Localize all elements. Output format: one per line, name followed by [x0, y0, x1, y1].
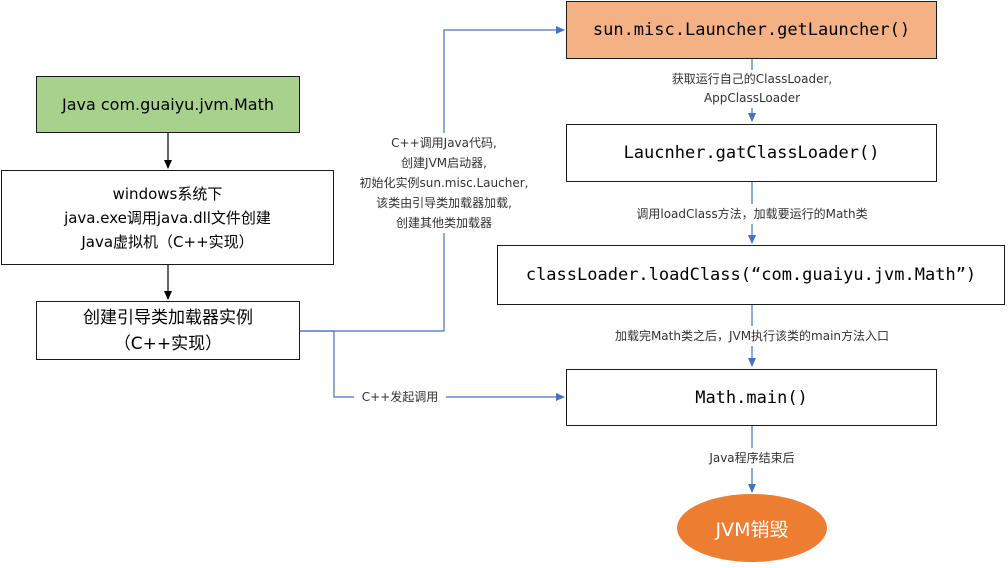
windows-line-1: windows系统下: [112, 184, 223, 203]
get-launcher-text: sun.misc.Launcher.getLauncher(): [592, 20, 911, 40]
after-load-text: 加载完Math类之后，JVM执行该类的main方法入口: [614, 329, 890, 343]
get-loader-label: 获取运行自己的ClassLoader, AppClassLoader: [632, 70, 872, 108]
cpp-call-line-2: 创建JVM启动器,: [401, 156, 487, 170]
cpp-invoke-label: C++发起调用: [354, 387, 446, 407]
java-command-text: Java com.guaiyu.jvm.Math: [62, 95, 274, 114]
windows-line-2: java.exe调用java.dll文件创建: [64, 208, 271, 227]
bootstrap-line-2: （C++实现）: [113, 333, 223, 354]
arrow-bootstrap-to-mathmain: [300, 330, 565, 401]
cpp-call-java-label: C++调用Java代码, 创建JVM启动器, 初始化实例sun.misc.Lau…: [341, 133, 547, 233]
cpp-call-line-3: 初始化实例sun.misc.Laucher,: [359, 176, 529, 190]
get-launcher-box: sun.misc.Launcher.getLauncher(): [566, 1, 937, 59]
windows-line-3: Java虚拟机（C++实现）: [81, 232, 254, 251]
load-class-text: classLoader.loadClass(“com.guaiyu.jvm.Ma…: [525, 265, 977, 285]
get-class-loader-box: Laucnher.gatClassLoader(): [566, 124, 937, 182]
math-main-text: Math.main(): [695, 387, 808, 408]
bootstrap-loader-box: 创建引导类加载器实例 （C++实现）: [36, 301, 300, 360]
jvm-destroy-text: JVM销毁: [715, 518, 789, 541]
cpp-call-line-1: C++调用Java代码,: [391, 136, 497, 150]
after-load-label: 加载完Math类之后，JVM执行该类的main方法入口: [566, 326, 938, 346]
load-class-box: classLoader.loadClass(“com.guaiyu.jvm.Ma…: [497, 245, 1005, 305]
program-end-text: Java程序结束后: [709, 451, 795, 465]
cpp-call-line-5: 创建其他类加载器: [395, 216, 492, 230]
math-main-box: Math.main(): [566, 369, 937, 426]
get-loader-line-2: AppClassLoader: [703, 91, 801, 105]
cpp-invoke-text: C++发起调用: [361, 390, 439, 404]
get-class-loader-text: Laucnher.gatClassLoader(): [623, 143, 880, 163]
get-loader-line-1: 获取运行自己的ClassLoader,: [671, 72, 833, 86]
program-end-label: Java程序结束后: [690, 448, 814, 468]
call-loadclass-text: 调用loadClass方法，加载要运行的Math类: [636, 207, 868, 221]
cpp-call-line-4: 该类由引导类加载器加载,: [376, 196, 512, 210]
windows-create-jvm-box: windows系统下 java.exe调用java.dll文件创建 Java虚拟…: [1, 170, 334, 265]
call-loadclass-label: 调用loadClass方法，加载要运行的Math类: [592, 204, 912, 224]
bootstrap-line-1: 创建引导类加载器实例: [83, 307, 253, 328]
jvm-destroy-ellipse: JVM销毁: [677, 494, 827, 562]
java-command-box: Java com.guaiyu.jvm.Math: [36, 76, 300, 133]
